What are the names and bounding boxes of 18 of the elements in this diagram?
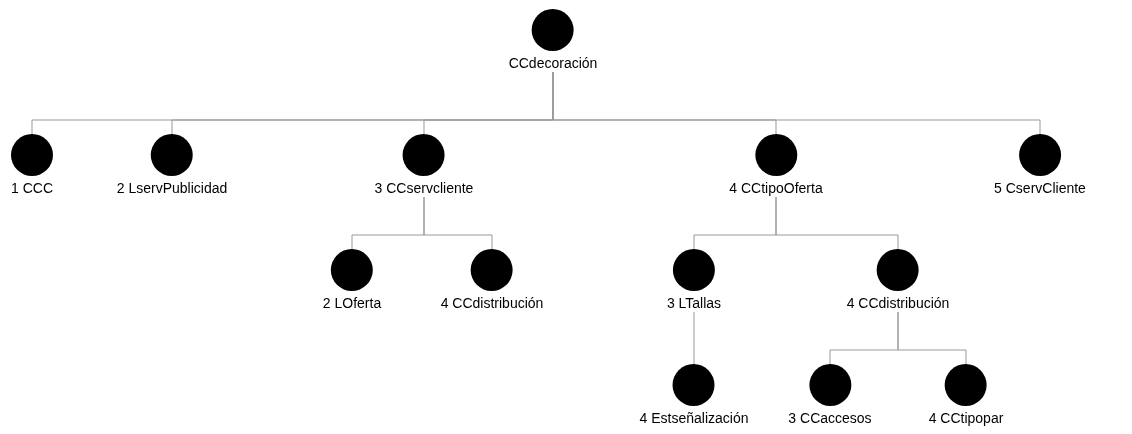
connector-line [423,196,493,250]
node-label: 4 CCdistribución [846,294,950,312]
node-label: 4 CCtipopar [928,409,1004,427]
node-label: 4 CCdistribución [440,294,544,312]
node-label: CCdecoración [508,54,598,72]
connector-line [552,71,1041,135]
node-label: 4 CCtipoOferta [729,179,823,197]
connector-line [693,311,695,365]
node-label: 2 LservPublicidad [116,179,228,197]
node-label: 4 Estseñalización [639,409,749,427]
node-label: 3 CCservcliente [374,179,474,197]
node-label: 5 CservCliente [994,179,1086,197]
node-label: 1 CCC [11,179,53,197]
connector-line [897,311,967,365]
node-label: 3 LTallas [666,294,722,312]
node-label: 2 LOferta [322,294,382,312]
connector-line [775,196,899,250]
node-label: 3 CCaccesos [788,409,872,427]
